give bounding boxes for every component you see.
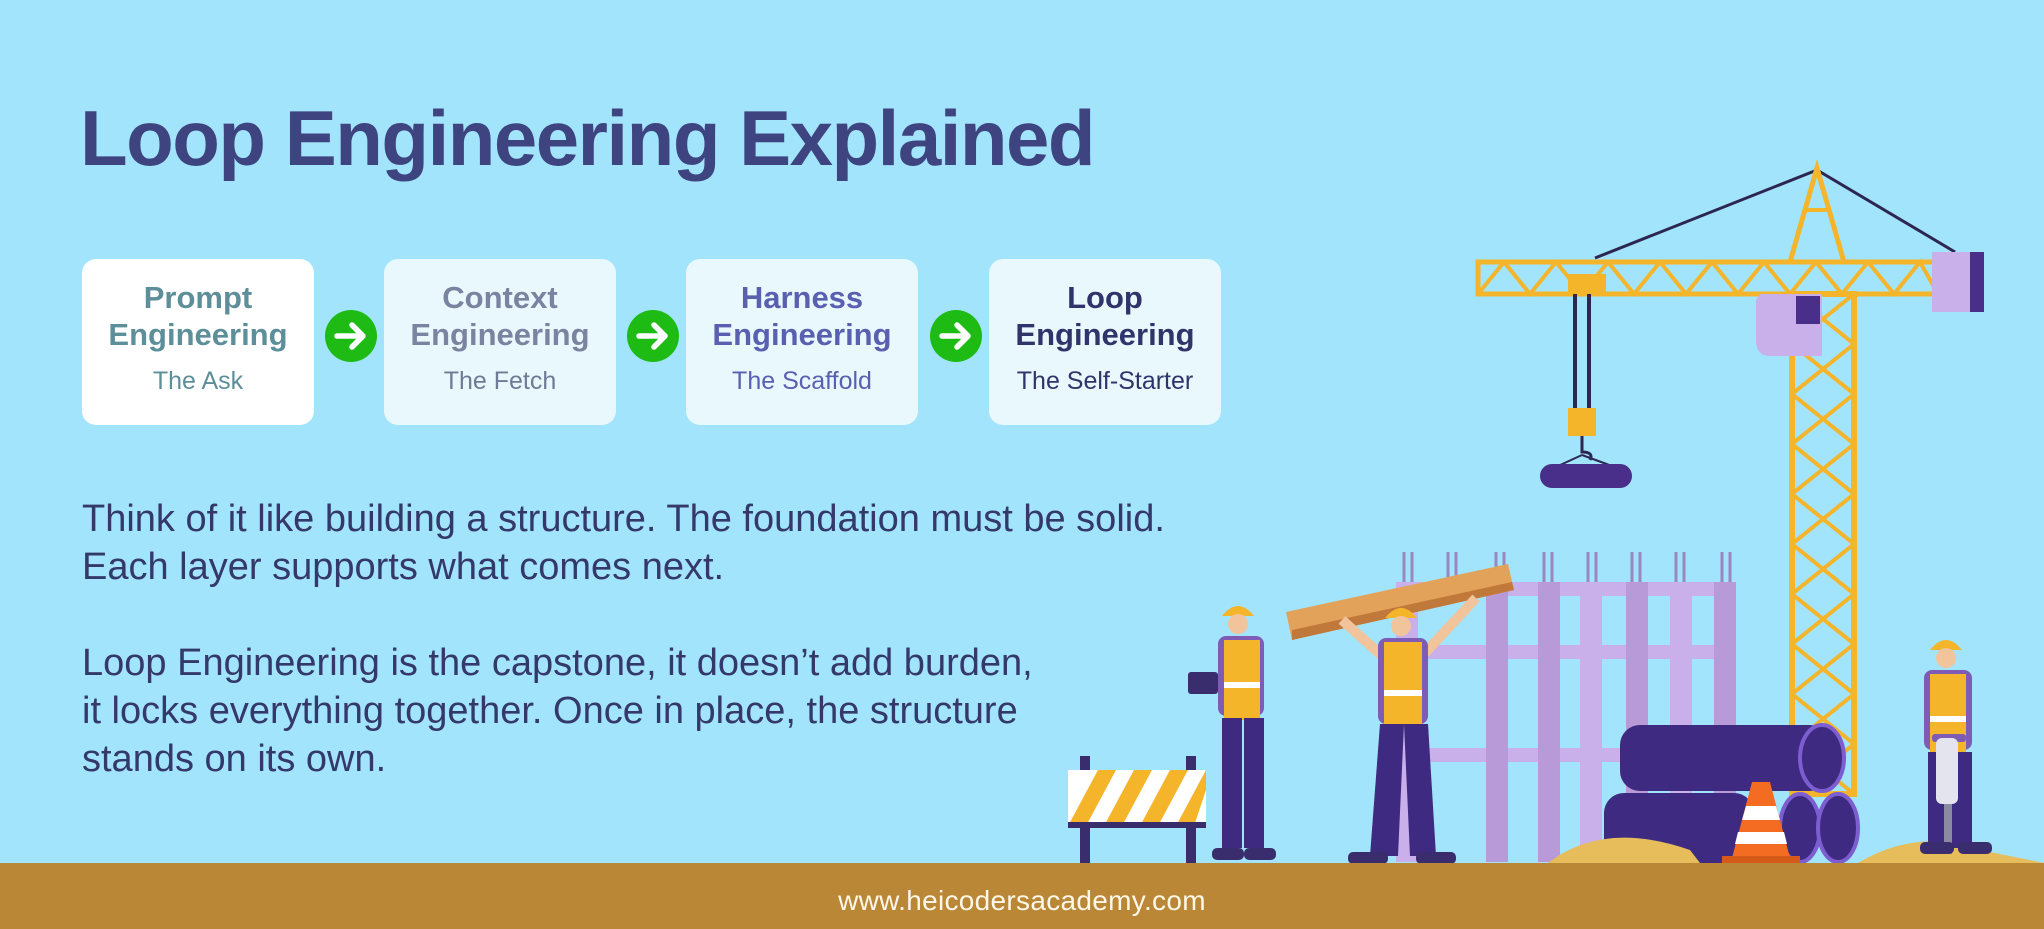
tower-crane bbox=[1475, 158, 1984, 797]
step-name: Context Engineering bbox=[384, 279, 616, 353]
arrow-right-circle-icon bbox=[325, 310, 377, 362]
traffic-cone bbox=[1722, 782, 1800, 864]
step-subtitle: The Fetch bbox=[443, 367, 557, 395]
step-name-line1: Context bbox=[442, 280, 558, 315]
step-card-context: Context Engineering The Fetch bbox=[384, 259, 616, 425]
step-card-prompt: Prompt Engineering The Ask bbox=[82, 259, 314, 425]
step-name-line1: Prompt bbox=[143, 280, 253, 315]
step-name: Prompt Engineering bbox=[82, 279, 314, 353]
footer-url: www.heicodersacademy.com bbox=[838, 885, 1206, 916]
step-card-loop: Loop Engineering The Self-Starter bbox=[989, 259, 1221, 425]
worker-plank bbox=[1286, 564, 1514, 864]
step-name: Harness Engineering bbox=[686, 279, 918, 353]
step-name-line2: Engineering bbox=[108, 317, 288, 352]
step-name-line2: Engineering bbox=[410, 317, 590, 352]
capstone-paragraph: Loop Engineering is the capstone, it doe… bbox=[82, 639, 1282, 783]
ground-strip bbox=[0, 863, 2044, 929]
intro-line: Think of it like building a structure. T… bbox=[82, 498, 1165, 540]
capstone-line: Loop Engineering is the capstone, it doe… bbox=[82, 642, 1033, 684]
page-title: Loop Engineering Explained bbox=[80, 94, 1096, 182]
barricade bbox=[1068, 756, 1206, 864]
worker-tablet bbox=[1188, 606, 1276, 860]
construction-site-illustration bbox=[1068, 158, 2044, 864]
worker-jackhammer bbox=[1920, 640, 1992, 854]
step-subtitle: The Ask bbox=[152, 367, 244, 395]
capstone-line: it locks everything together. Once in pl… bbox=[82, 690, 1018, 732]
arrow-right-circle-icon bbox=[930, 310, 982, 362]
step-name-line1: Loop bbox=[1067, 280, 1143, 315]
intro-paragraph: Think of it like building a structure. T… bbox=[82, 495, 1282, 591]
step-name-line2: Engineering bbox=[712, 317, 892, 352]
step-name-line1: Harness bbox=[740, 280, 864, 315]
capstone-line: stands on its own. bbox=[82, 738, 387, 780]
step-subtitle: The Self-Starter bbox=[1016, 367, 1194, 395]
step-subtitle: The Scaffold bbox=[732, 367, 872, 395]
step-name-line2: Engineering bbox=[1015, 317, 1195, 352]
intro-line: Each layer supports what comes next. bbox=[82, 546, 725, 588]
arrow-right-circle-icon bbox=[627, 310, 679, 362]
step-name: Loop Engineering bbox=[989, 279, 1221, 353]
sand-pile bbox=[1548, 837, 1700, 863]
step-card-harness: Harness Engineering The Scaffold bbox=[686, 259, 918, 425]
